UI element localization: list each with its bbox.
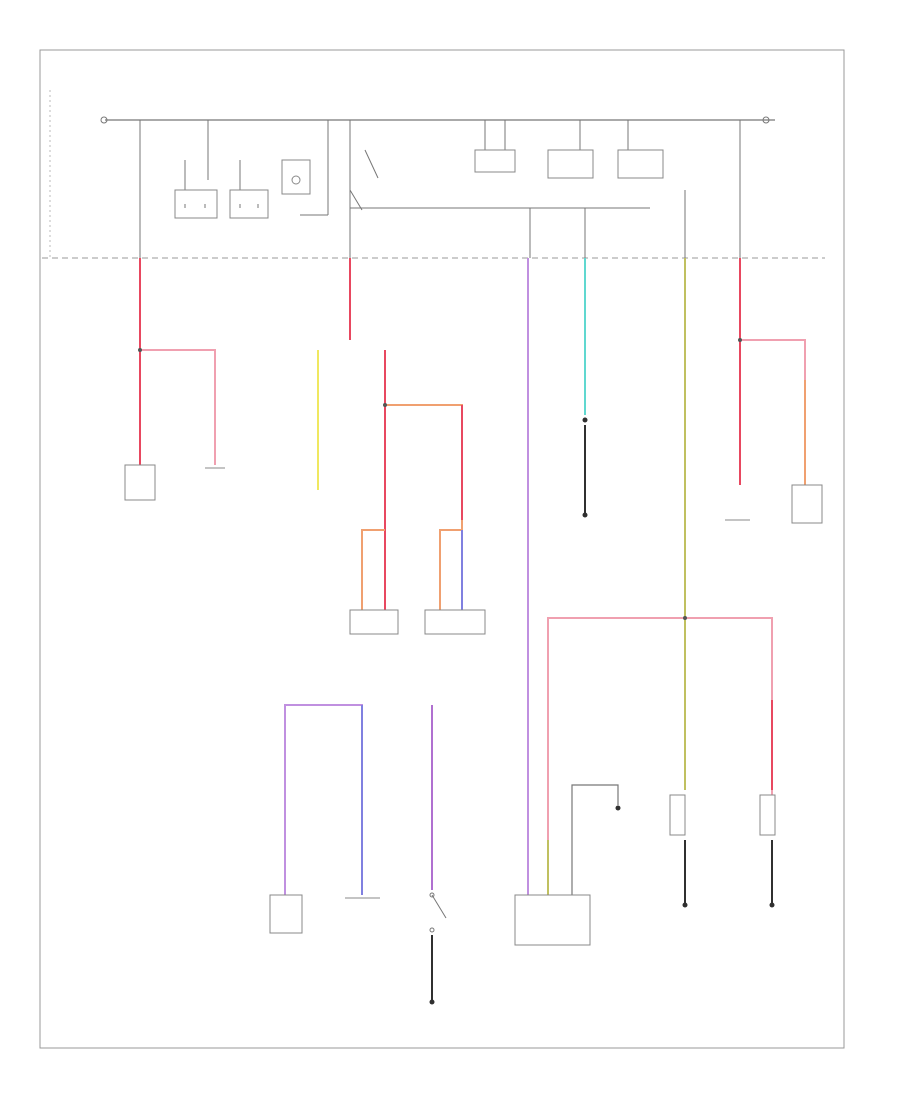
inline-fuse-1 xyxy=(669,794,686,836)
wire-center-left xyxy=(317,258,463,610)
connector-mid-1 xyxy=(349,609,399,635)
relay-3 xyxy=(474,149,516,173)
connector-bottom-1 xyxy=(269,894,303,934)
connector-right-2 xyxy=(791,484,823,524)
fuse-drops xyxy=(139,120,741,258)
relay-4 xyxy=(547,149,594,179)
switch-bottom xyxy=(429,892,447,933)
wire-red-left xyxy=(139,258,216,465)
switch-symbol xyxy=(349,149,379,211)
ground-3 xyxy=(429,999,435,1005)
wire-cross-pink xyxy=(547,617,773,905)
relay-5 xyxy=(617,149,664,179)
ground-1 xyxy=(582,417,588,518)
relay-1 xyxy=(174,189,218,219)
wire-bottom-left xyxy=(284,704,433,1000)
connector-center xyxy=(514,894,591,946)
diagram-frame xyxy=(39,49,845,1049)
inline-fuse-2 xyxy=(759,794,776,836)
wire-ground-branch xyxy=(571,784,619,895)
wire-right-pink xyxy=(739,258,806,485)
relay-2 xyxy=(229,189,269,219)
splice-dots xyxy=(138,338,742,620)
module-box xyxy=(281,159,311,195)
connector-mid-2 xyxy=(424,609,486,635)
terminal-left xyxy=(100,116,108,124)
connector-left-1 xyxy=(124,464,156,501)
ground-2 xyxy=(615,805,775,908)
terminal-right xyxy=(762,116,770,124)
